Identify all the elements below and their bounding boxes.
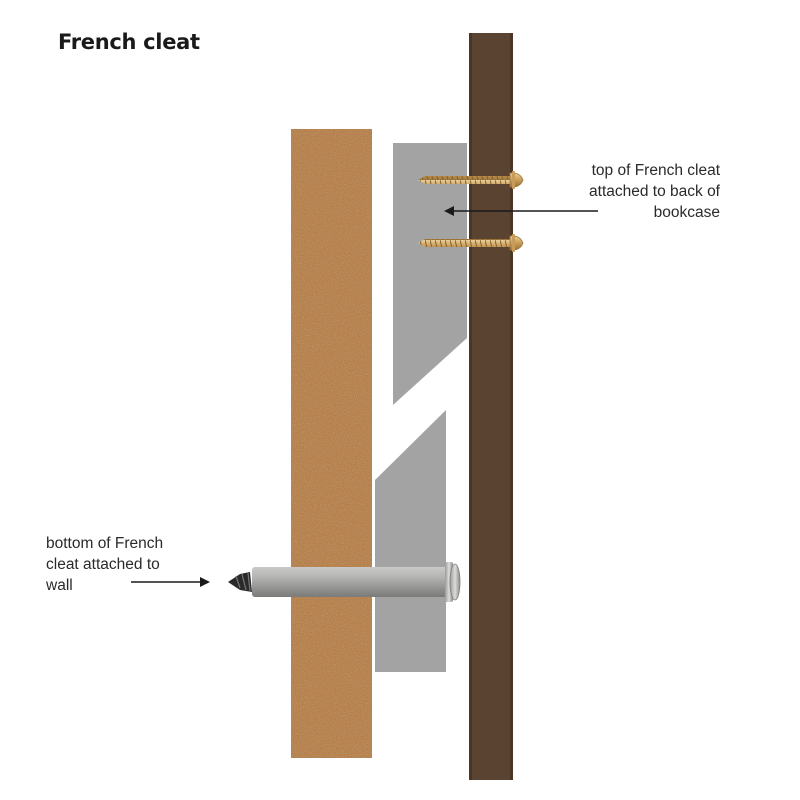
bottom-cleat [375, 410, 446, 672]
label-line: bookcase [653, 204, 720, 221]
diagram-title: French cleat [58, 30, 200, 54]
wall-anchor-icon [228, 562, 461, 602]
screw-icon [418, 234, 524, 252]
top-cleat [393, 143, 467, 405]
arrow-to-bottom-cleat [131, 577, 210, 587]
wall-panel [291, 129, 372, 758]
screw-icon [418, 171, 524, 189]
label-line: wall [46, 577, 73, 594]
label-line: attached to back of [589, 183, 720, 200]
label-line: cleat attached to [46, 556, 160, 573]
bottom-cleat-label: bottom of French cleat attached to wall [46, 533, 226, 596]
arrow-to-top-cleat [444, 206, 598, 216]
label-line: bottom of French [46, 535, 164, 552]
label-line: top of French cleat [591, 162, 720, 179]
top-cleat-label: top of French cleat attached to back of … [540, 160, 720, 223]
bookcase-back-panel [469, 33, 513, 780]
